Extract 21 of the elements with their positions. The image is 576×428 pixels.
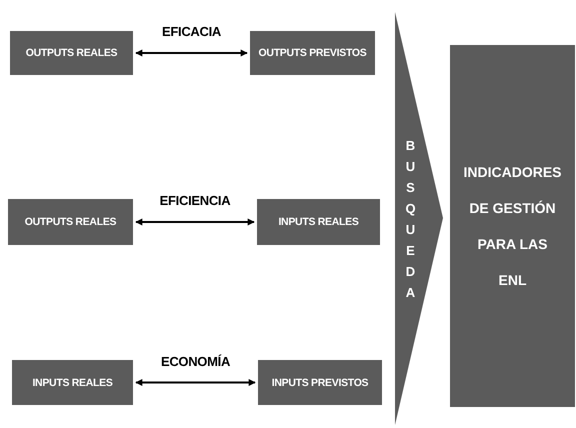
double-arrow: [135, 218, 255, 226]
process-box: [12, 360, 133, 405]
box-label: INPUTS REALES: [278, 216, 359, 228]
edge-label: EFICIENCIA: [158, 193, 232, 208]
edge-label: ECONOMÍA: [158, 354, 232, 368]
box-label: INPUTS PREVISTOS: [272, 376, 368, 388]
box-label: OUTPUTS REALES: [26, 47, 118, 59]
process-box: [10, 31, 133, 75]
process-box: [250, 31, 375, 75]
box-label: OUTPUTS PREVISTOS: [258, 47, 366, 59]
process-box: [258, 360, 382, 405]
process-box: [257, 199, 380, 245]
box-label: OUTPUTS REALES: [24, 216, 116, 228]
box-label: INPUTS REALES: [32, 376, 113, 388]
vertical-label: BUSQUEDA: [404, 136, 417, 302]
double-arrow: [135, 50, 248, 56]
edge-label: EFICACIA: [160, 24, 223, 39]
box-label: INDICADORES DE GESTIÓN PARA LAS ENL: [462, 163, 562, 290]
result-box: [450, 45, 575, 407]
process-box: [8, 199, 133, 245]
double-arrow: [135, 379, 256, 386]
